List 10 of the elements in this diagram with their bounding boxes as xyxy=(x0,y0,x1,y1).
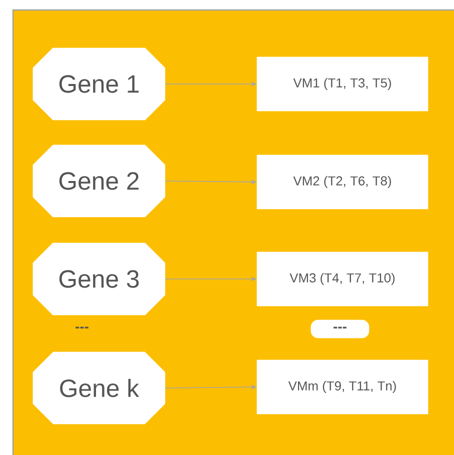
octagon-box: Gene 3 xyxy=(32,242,166,316)
octagon-box: Gene k xyxy=(32,352,166,424)
octagon-box: Gene 1 xyxy=(32,48,166,120)
ellipsis-box: --- xyxy=(310,320,370,338)
process-box: VMm (T9, T11, Tn) xyxy=(256,360,428,414)
process-box: VM1 (T1, T3, T5) xyxy=(256,56,428,112)
ellipsis-text: --- xyxy=(76,326,88,328)
octagon-box: Gene 2 xyxy=(32,144,166,218)
process-box: VM2 (T2, T6, T8) xyxy=(256,154,428,210)
process-box: VM3 (T4, T7, T10) xyxy=(256,252,428,306)
